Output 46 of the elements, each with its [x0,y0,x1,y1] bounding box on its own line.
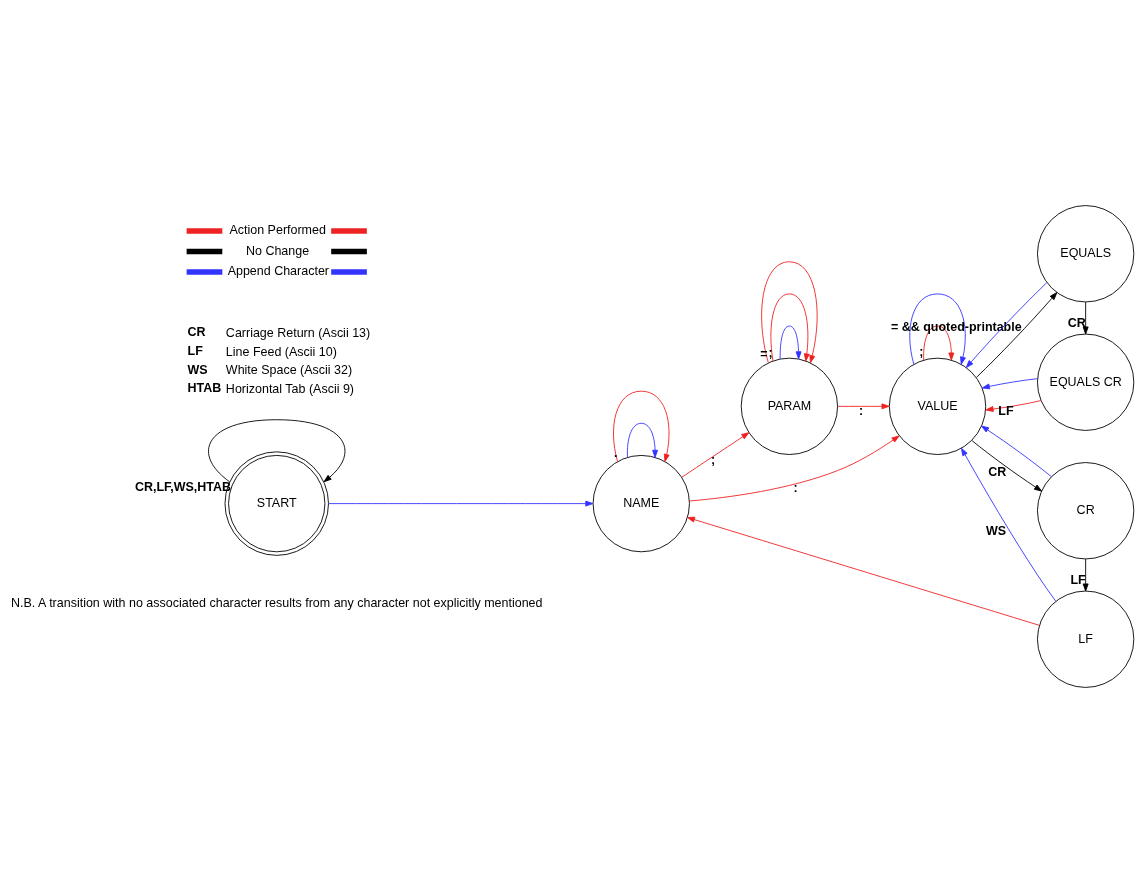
edge-label: LF [998,403,1014,418]
label: Carriage Return (Ascii 13) [225,325,371,340]
arrow [208,418,346,482]
edge-label: ; [711,452,716,467]
label: N.B. A transition with no associated character results from any character not explicitly mentioned [10,595,543,610]
edge-label: ; [919,344,924,359]
arrow [971,439,1043,491]
arrow [981,377,1038,389]
label: Horizontal Tab (Ascii 9) [225,381,355,396]
arrow [1082,558,1089,591]
arrow [976,291,1058,378]
edge-label: ; [768,345,773,360]
arrow [837,402,890,409]
label: White Space (Ascii 32) [225,362,353,377]
node-circle: EQUALS CR [1037,333,1135,431]
arrow [923,325,955,361]
arrow [328,500,594,507]
label: WS [187,362,208,377]
edge-label: : [858,403,864,418]
node-circle: CR [1037,461,1135,559]
edge-label: CR [988,464,1007,479]
arrow [779,325,802,359]
arrow [613,390,670,462]
arrow [961,447,1057,602]
arrow [909,292,966,365]
arrow [687,516,1040,626]
edge-label: WS [986,523,1007,538]
edge-label: : [793,480,798,495]
arrow [981,425,1052,477]
edge-label: CR,LF,WS,HTAB [134,479,232,494]
arrow [688,434,900,501]
arrow [985,399,1042,412]
label: CR [187,324,206,339]
label: Line Feed (Ascii 10) [225,344,337,359]
legend-label: No Change [245,243,310,258]
arrow [626,422,659,458]
label: HTAB [187,380,222,395]
label: LF [187,343,203,358]
arrow [761,260,818,363]
arrow [1082,301,1089,334]
edge-label: . [613,445,618,460]
arrow [770,292,810,361]
legend-label: Append Character [227,263,329,278]
arrow [681,431,750,478]
node-circle: LF [1037,590,1135,688]
legend-label: Action Performed [229,222,326,237]
